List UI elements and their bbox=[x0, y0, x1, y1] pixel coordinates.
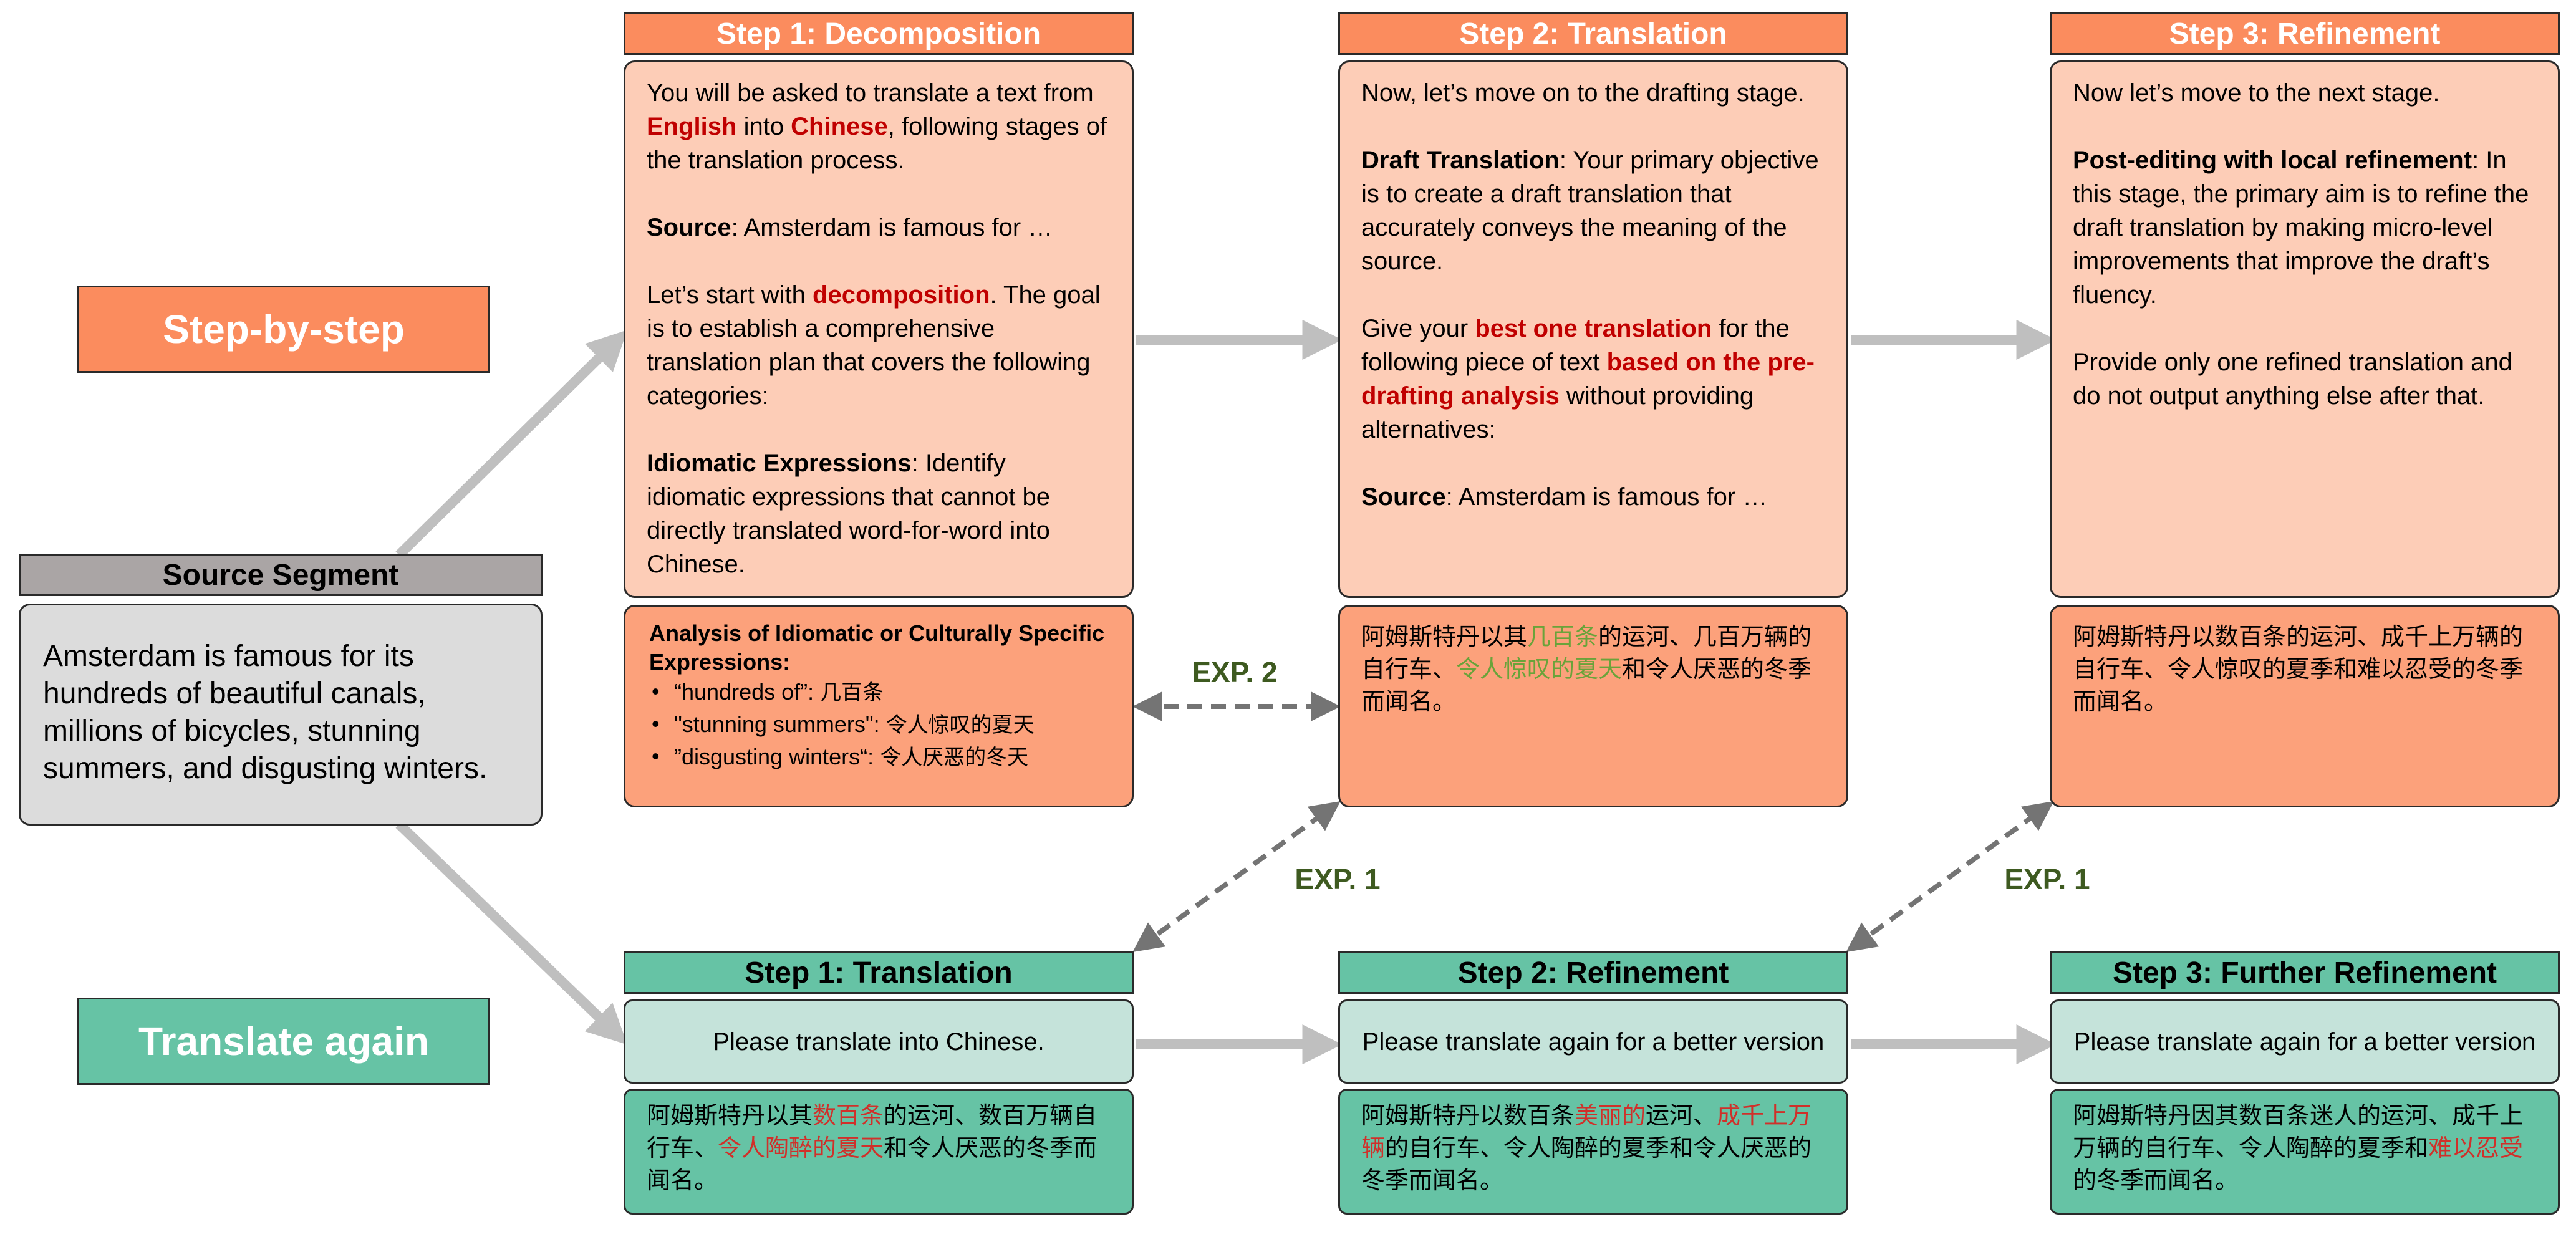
drafting-intro: Now, let’s move on to the drafting stage… bbox=[1361, 79, 1805, 107]
translate-again-label: Translate again bbox=[77, 998, 490, 1085]
bottom-step1-output: 阿姆斯特丹以其数百条的运河、数百万辆自行车、令人陶醉的夏天和令人厌恶的冬季而闻名… bbox=[624, 1089, 1134, 1215]
top-step2-prompt: Now, let’s move on to the drafting stage… bbox=[1338, 60, 1848, 598]
top-step3-output: 阿姆斯特丹以数百条的运河、成千上万辆的自行车、令人惊叹的夏季和难以忍受的冬季而闻… bbox=[2050, 605, 2560, 807]
bottom-step2-output: 阿姆斯特丹以数百条美丽的运河、成千上万辆的自行车、令人陶醉的夏季和令人厌恶的冬季… bbox=[1338, 1089, 1848, 1215]
refinement-description: Post-editing with local refinement: In t… bbox=[2073, 147, 2529, 309]
analysis-title: Analysis of Idiomatic or Culturally Spec… bbox=[649, 620, 1105, 675]
exp1-right-label: EXP. 1 bbox=[2004, 863, 2090, 895]
analysis-item-summers: "stunning summers": 令人惊叹的夏天 bbox=[652, 709, 1108, 741]
top-step2-header: Step 2: Translation bbox=[1338, 12, 1848, 55]
bottom-step1-prompt: Please translate into Chinese. bbox=[624, 999, 1134, 1084]
dashed-arrow-exp1-left bbox=[1132, 801, 1341, 953]
top-step1-header: Step 1: Decomposition bbox=[624, 12, 1134, 55]
analysis-item-hundreds: “hundreds of”: 几百条 bbox=[652, 677, 1108, 709]
drafting-instruction: Give your best one translation for the f… bbox=[1361, 315, 1815, 443]
top-step1-prompt: You will be asked to translate a text fr… bbox=[624, 60, 1134, 598]
top-step2-output: 阿姆斯特丹以其几百条的运河、几百万辆的自行车、令人惊叹的夏天和令人厌恶的冬季而闻… bbox=[1338, 605, 1848, 807]
refinement-instruction: Provide only one refined translation and… bbox=[2073, 349, 2512, 410]
bottom-step3-header: Step 3: Further Refinement bbox=[2050, 951, 2560, 994]
top-step3-prompt: Now let’s move to the next stage. Post-e… bbox=[2050, 60, 2560, 598]
bottom-step2-prompt: Please translate again for a better vers… bbox=[1338, 999, 1848, 1084]
dashed-arrow-exp1-right bbox=[1846, 801, 2054, 953]
arrow-source-to-decomposition bbox=[395, 330, 627, 559]
top-step1-analysis: Analysis of Idiomatic or Culturally Spec… bbox=[624, 605, 1134, 807]
bottom-step3-prompt: Please translate again for a better vers… bbox=[2050, 999, 2560, 1084]
source-segment-text: Amsterdam is famous for its hundreds of … bbox=[19, 604, 543, 826]
exp2-label: EXP. 2 bbox=[1192, 656, 1278, 688]
arrow-source-to-translation bbox=[395, 821, 628, 1045]
analysis-list: “hundreds of”: 几百条 "stunning summers": 令… bbox=[649, 677, 1108, 774]
refinement-intro: Now let’s move to the next stage. bbox=[2073, 79, 2440, 107]
analysis-item-winters: ”disgusting winters“: 令人厌恶的冬天 bbox=[652, 741, 1108, 774]
bottom-step2-header: Step 2: Refinement bbox=[1338, 951, 1848, 994]
decomposition-intro: You will be asked to translate a text fr… bbox=[647, 79, 1107, 174]
source-segment-header: Source Segment bbox=[19, 554, 543, 596]
top-step3-header: Step 3: Refinement bbox=[2050, 12, 2560, 55]
bottom-step1-header: Step 1: Translation bbox=[624, 951, 1134, 994]
decomposition-instruction: Let’s start with decomposition. The goal… bbox=[647, 281, 1101, 410]
exp1-left-label: EXP. 1 bbox=[1295, 863, 1381, 895]
decomposition-source: Source: Amsterdam is famous for … bbox=[647, 214, 1053, 241]
drafting-objective: Draft Translation: Your primary objectiv… bbox=[1361, 147, 1819, 275]
drafting-source: Source: Amsterdam is famous for … bbox=[1361, 483, 1768, 511]
bottom-step3-output: 阿姆斯特丹因其数百条迷人的运河、成千上万辆的自行车、令人陶醉的夏季和难以忍受的冬… bbox=[2050, 1089, 2560, 1215]
decomposition-category: Idiomatic Expressions: Identify idiomati… bbox=[647, 450, 1051, 578]
step-by-step-label: Step-by-step bbox=[77, 286, 490, 373]
